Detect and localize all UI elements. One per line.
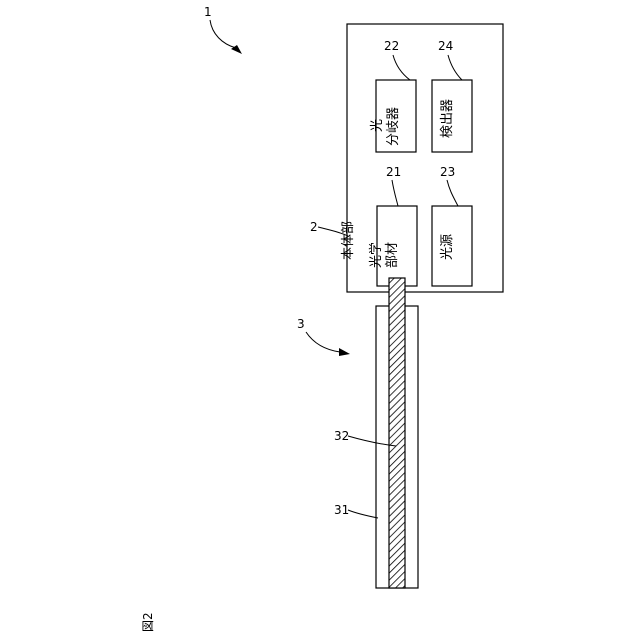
optical-member-label-part2: 部材 [385,242,400,268]
optical-splitter-label-part1: 光 [370,119,385,132]
leader-optical-member [392,180,398,206]
ref-label-detector: 24 [438,39,453,53]
arrowhead-probe [339,348,350,356]
ref-label-light-source: 23 [440,165,455,179]
ref-label-probe: 3 [297,317,305,331]
leader-device [210,20,236,48]
leader-optical-splitter [393,55,410,80]
leader-probe [306,332,340,352]
ref-label-device: 1 [204,5,212,19]
probe-core [389,278,405,588]
detector-label: 検出器 [440,99,455,138]
ref-label-outer: 31 [334,503,349,517]
leader-detector [448,55,462,80]
arrowhead-device [231,45,242,54]
leader-outer [348,510,378,518]
ref-label-optical-splitter: 22 [384,39,399,53]
main-body-label: 本体部 [341,221,356,260]
ref-label-core: 32 [334,429,349,443]
optical-splitter-label-part2: 分岐器 [386,107,401,146]
light-source-label: 光源 [440,234,455,260]
ref-label-optical-member: 21 [386,165,401,179]
figure-label: 図2 [141,612,155,632]
leader-light-source [447,180,458,206]
ref-label-main-body: 2 [310,220,318,234]
optical-member-label-part1: 光学 [368,242,384,268]
